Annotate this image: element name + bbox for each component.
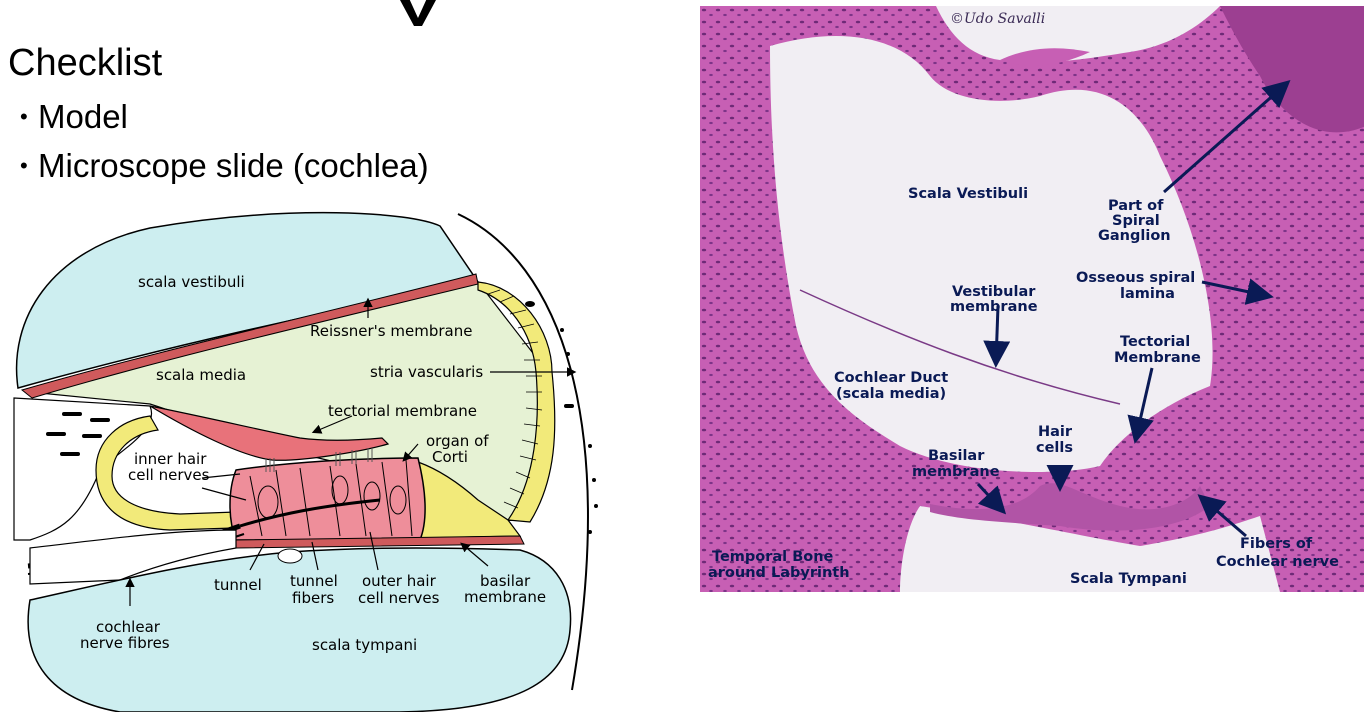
tectorial-membrane-shape — [149, 405, 390, 461]
label-outer-hair-2: cell nerves — [358, 589, 440, 607]
scala-tympani-lumen — [900, 506, 1280, 592]
label-corti: Corti — [432, 448, 468, 466]
mlabel-hair-2: cells — [1036, 440, 1073, 456]
label-organ-of: organ of — [426, 432, 489, 450]
mlabel-spiral-3: Ganglion — [1098, 228, 1171, 244]
label-tunnel-fibers-2: fibers — [292, 589, 334, 607]
label-scala-media: scala media — [156, 366, 246, 384]
label-outer-hair-1: outer hair — [362, 572, 437, 590]
label-basilar-1: basilar — [480, 572, 531, 590]
limbus-dashes — [46, 412, 110, 456]
outer-support-cells — [417, 461, 522, 539]
stria-cells — [487, 289, 543, 509]
mlabel-duct-1: Cochlear Duct — [834, 370, 948, 386]
diagram-leader-lines — [125, 297, 577, 606]
spiral-ganglion-region — [1220, 6, 1364, 133]
checklist: Checklist •Model •Microscope slide (coch… — [8, 40, 429, 190]
spiral-lamina — [29, 529, 237, 585]
mlabel-vestibular-2: membrane — [950, 299, 1038, 315]
label-tunnel: tunnel — [214, 576, 262, 594]
bullet-icon: • — [20, 153, 28, 178]
label-stria-vascularis: stria vascularis — [370, 363, 483, 381]
mlabel-vestibular-1: Vestibular — [952, 284, 1036, 300]
mlabel-temporal-2: around Labyrinth — [708, 565, 850, 581]
stereocilia — [265, 448, 373, 472]
organ-cell-outlines — [249, 459, 413, 537]
cochlea-diagram: scala vestibuli Reissner's membrane scal… — [13, 211, 598, 712]
mlabel-basilar-2: membrane — [912, 464, 1000, 480]
cochlea-micrograph: ©Udo Savalli Scala Vestibuli Part of Spi… — [700, 6, 1364, 592]
bone-dots — [525, 301, 598, 534]
label-scala-vestibuli: scala vestibuli — [138, 273, 245, 291]
label-cochlear-2: nerve fibres — [80, 634, 170, 652]
mlabel-spiral-2: Spiral — [1112, 213, 1160, 229]
label-basilar-2: membrane — [464, 588, 546, 606]
micrograph-credit: ©Udo Savalli — [950, 11, 1045, 27]
mlabel-tectorial-1: Tectorial — [1120, 334, 1190, 350]
scala-vestibuli-lumen — [770, 36, 1213, 472]
mlabel-fibers-1: Fibers of — [1240, 536, 1313, 552]
mlabel-scala-vestibuli: Scala Vestibuli — [908, 186, 1028, 202]
mlabel-temporal-1: Temporal Bone — [712, 549, 834, 565]
label-cell-nerves: cell nerves — [128, 466, 210, 484]
organ-of-corti-shape — [229, 457, 426, 541]
micrograph-arrows — [976, 80, 1291, 538]
bullet-icon: • — [20, 104, 28, 129]
mlabel-fibers-2: Cochlear nerve — [1216, 554, 1339, 570]
tunnel-space — [277, 548, 303, 564]
inner-support-cells — [95, 415, 237, 531]
label-scala-tympani: scala tympani — [312, 636, 417, 654]
label-inner-hair: inner hair — [134, 450, 207, 468]
label-tectorial-membrane: tectorial membrane — [328, 402, 477, 420]
mlabel-duct-2: (scala media) — [836, 386, 946, 402]
checklist-items: •Model •Microscope slide (cochlea) — [8, 92, 429, 190]
mlabel-hair-1: Hair — [1038, 424, 1073, 440]
checklist-item-model: •Model — [8, 92, 429, 141]
mlabel-tectorial-2: Membrane — [1114, 350, 1201, 366]
scala-vestibuli-region — [15, 211, 480, 389]
mlabel-osseous-2: lamina — [1120, 286, 1175, 302]
mlabel-osseous-1: Osseous spiral — [1076, 270, 1195, 286]
vestibular-membrane-line — [799, 289, 1121, 405]
mlabel-basilar-1: Basilar — [928, 448, 985, 464]
checklist-item-microscope-slide: •Microscope slide (cochlea) — [8, 141, 429, 190]
mlabel-spiral-1: Part of — [1108, 198, 1164, 214]
title-fragment — [400, 0, 436, 26]
label-reissners-membrane: Reissner's membrane — [310, 322, 472, 340]
basilar-tissue — [930, 483, 1210, 531]
scala-tympani-region — [27, 547, 572, 712]
label-tunnel-fibers-1: tunnel — [290, 572, 338, 590]
label-cochlear-1: cochlear — [96, 618, 161, 636]
checklist-heading: Checklist — [8, 42, 163, 84]
mlabel-scala-tympani: Scala Tympani — [1070, 571, 1187, 587]
